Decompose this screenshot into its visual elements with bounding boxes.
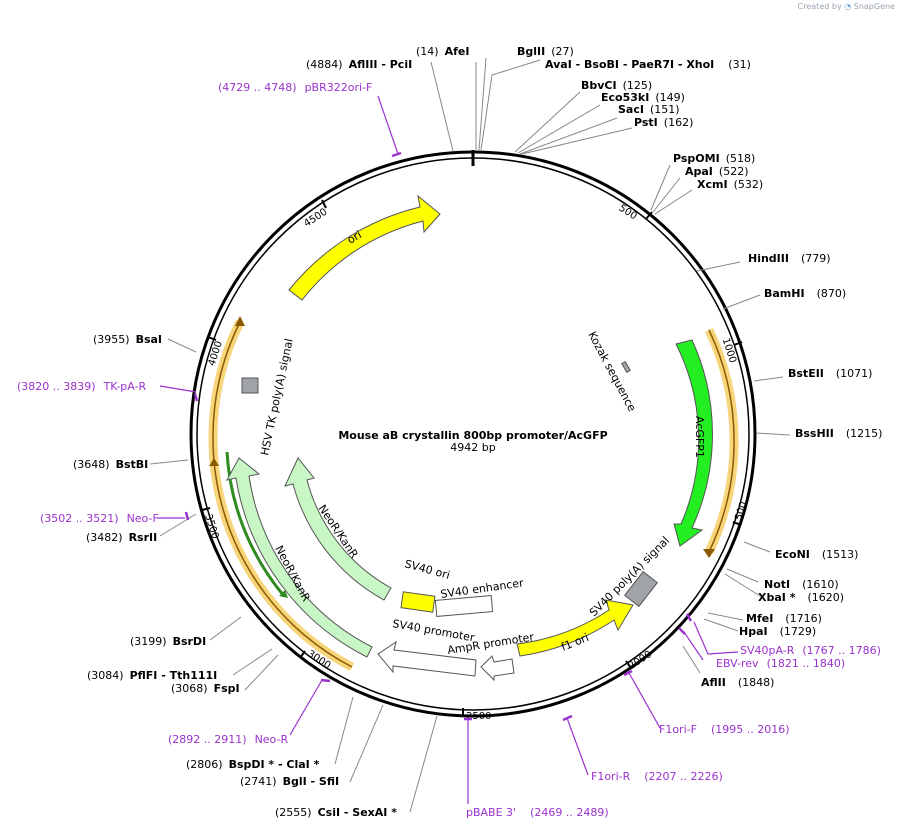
primer-label-pbabe3: pBABE 3'(2469 .. 2489) — [466, 806, 609, 819]
tick-label-500: 500 — [617, 203, 639, 223]
orf-bands — [208, 316, 739, 671]
enzyme-label-bspdi-clai: (2806)BspDI * - ClaI * — [186, 758, 320, 771]
primer-label-f1ori-f: F1ori-F(1995 .. 2016) — [659, 723, 790, 736]
credit-prefix: Created by — [797, 2, 842, 11]
feature-neor-inner-arrow — [284, 457, 392, 601]
feature-sv40ori-box — [400, 591, 436, 613]
primer-label-f1ori-r: F1ori-R(2207 .. 2226) — [591, 770, 723, 783]
primer-connectors — [157, 95, 739, 804]
snapgene-credit: Created by ◔ SnapGene — [798, 2, 895, 11]
enzyme-label-pflfi-tth111i: (3084)PflFI - Tth111I — [87, 669, 217, 682]
primer-label-tk-pa-r: (3820 .. 3839)TK-pA-R — [17, 380, 147, 393]
tick-label-2500: 2500 — [466, 711, 491, 722]
enzyme-label-bamhi: BamHI(870) — [764, 287, 846, 300]
tick-label-3500: 3500 — [202, 513, 220, 541]
tick-marks — [201, 199, 743, 716]
primer-label-neo-f: (3502 .. 3521)Neo-F — [40, 512, 159, 525]
enzyme-label-bsrdi: (3199)BsrDI — [130, 635, 206, 648]
feature-label-sv40ori: SV40 ori — [403, 557, 451, 582]
credit-brand: SnapGene — [853, 2, 895, 11]
enzyme-label-noti: NotI(1610) — [764, 578, 839, 591]
feature-kozak-box — [621, 360, 631, 374]
enzyme-label-rsrii: (3482)RsrII — [86, 531, 157, 544]
enzyme-label-afliii-pcii: (4884)AflIII - PciI — [306, 58, 412, 71]
enzyme-label-saci: SacI(151) — [618, 103, 680, 116]
enzyme-label-bsai: (3955)BsaI — [93, 333, 162, 346]
enzyme-label-csii-sexai: (2555)CsiI - SexAI * — [275, 806, 397, 819]
enzyme-label-econi: EcoNI(1513) — [775, 548, 858, 561]
enzyme-label-hpai: HpaI(1729) — [739, 625, 816, 638]
enzyme-label-bglii: BglII(27) — [517, 45, 574, 58]
feature-label-hsvtkpolya: HSV TK poly(A) signal — [258, 337, 295, 456]
enzyme-label-mfei: MfeI(1716) — [746, 612, 822, 625]
feature-label-kozak: Kozak sequence — [585, 329, 638, 414]
enzyme-label-avai-group: AvaI - BsoBI - PaeR7I - XhoI(31) — [545, 58, 751, 71]
feature-sv40enhancer-box — [434, 595, 494, 617]
primer-label-ebv-rev: EBV-rev(1821 .. 1840) — [716, 657, 845, 670]
feature-sv40promoter-arrow — [377, 640, 477, 677]
enzyme-label-bbvci: BbvCI(125) — [581, 79, 652, 92]
enzyme-labels: (14)AfeI BglII(27) AvaI - BsoBI - PaeR7I… — [73, 45, 882, 819]
enzyme-label-pspomi: PspOMI(518) — [673, 152, 755, 165]
enzyme-label-xbai: XbaI *(1620) — [758, 591, 844, 604]
feature-label-sv40promoter: SV40 promoter — [391, 617, 476, 644]
tick-label-1500: 1500 — [731, 500, 749, 528]
enzyme-label-apai: ApaI(522) — [685, 165, 749, 178]
primer-label-pbr322ori-f: (4729 .. 4748)pBR322ori-F — [218, 81, 372, 94]
enzyme-label-bgli-sfii: (2741)BglI - SfiI — [240, 775, 339, 788]
primer-label-neo-r: (2892 .. 2911)Neo-R — [168, 733, 288, 746]
enzyme-connector-lines — [149, 57, 791, 813]
snapgene-logo-icon: ◔ — [844, 2, 852, 11]
enzyme-label-aflii: AflII(1848) — [701, 676, 774, 689]
feature-hsvtkpolya-box — [241, 377, 259, 394]
enzyme-label-afei: (14)AfeI — [416, 45, 469, 58]
feature-arrows — [226, 194, 713, 682]
plasmid-length: 4942 bp — [450, 441, 495, 454]
enzyme-label-bsteii: BstEII(1071) — [788, 367, 872, 380]
feature-sv40polya-box — [623, 570, 659, 608]
feature-ori-arrow — [288, 194, 441, 301]
enzyme-label-bstbi: (3648)BstBI — [73, 458, 148, 471]
enzyme-label-eco53ki: Eco53kI(149) — [601, 91, 685, 104]
primer-label-sv40pa-r: SV40pA-R(1767 .. 1786) — [740, 644, 881, 657]
enzyme-label-xcmi: XcmI(532) — [697, 178, 763, 191]
enzyme-label-bsshii: BssHII(1215) — [795, 427, 882, 440]
feature-f1ori-arrow — [516, 599, 634, 657]
tick-label-2000: 2000 — [627, 649, 654, 672]
plasmid-name: Mouse aB crystallin 800bp promoter/AcGFP — [338, 429, 607, 442]
feature-label-acgfp1: AcGFP1 — [693, 416, 706, 458]
feature-label-ori: ori — [345, 228, 364, 246]
enzyme-label-hindiii: HindIII(779) — [748, 252, 831, 265]
tick-label-4500: 4500 — [302, 207, 329, 230]
enzyme-label-fspi: (3068)FspI — [171, 682, 240, 695]
feature-amprpromoter-arrow — [480, 655, 515, 682]
feature-acgfp1-arrow — [673, 339, 713, 547]
feature-neor-outer-arrow — [226, 457, 373, 658]
primer-labels: (4729 .. 4748)pBR322ori-F SV40pA-R(1767 … — [17, 81, 881, 819]
enzyme-label-psti: PstI(162) — [634, 116, 693, 129]
